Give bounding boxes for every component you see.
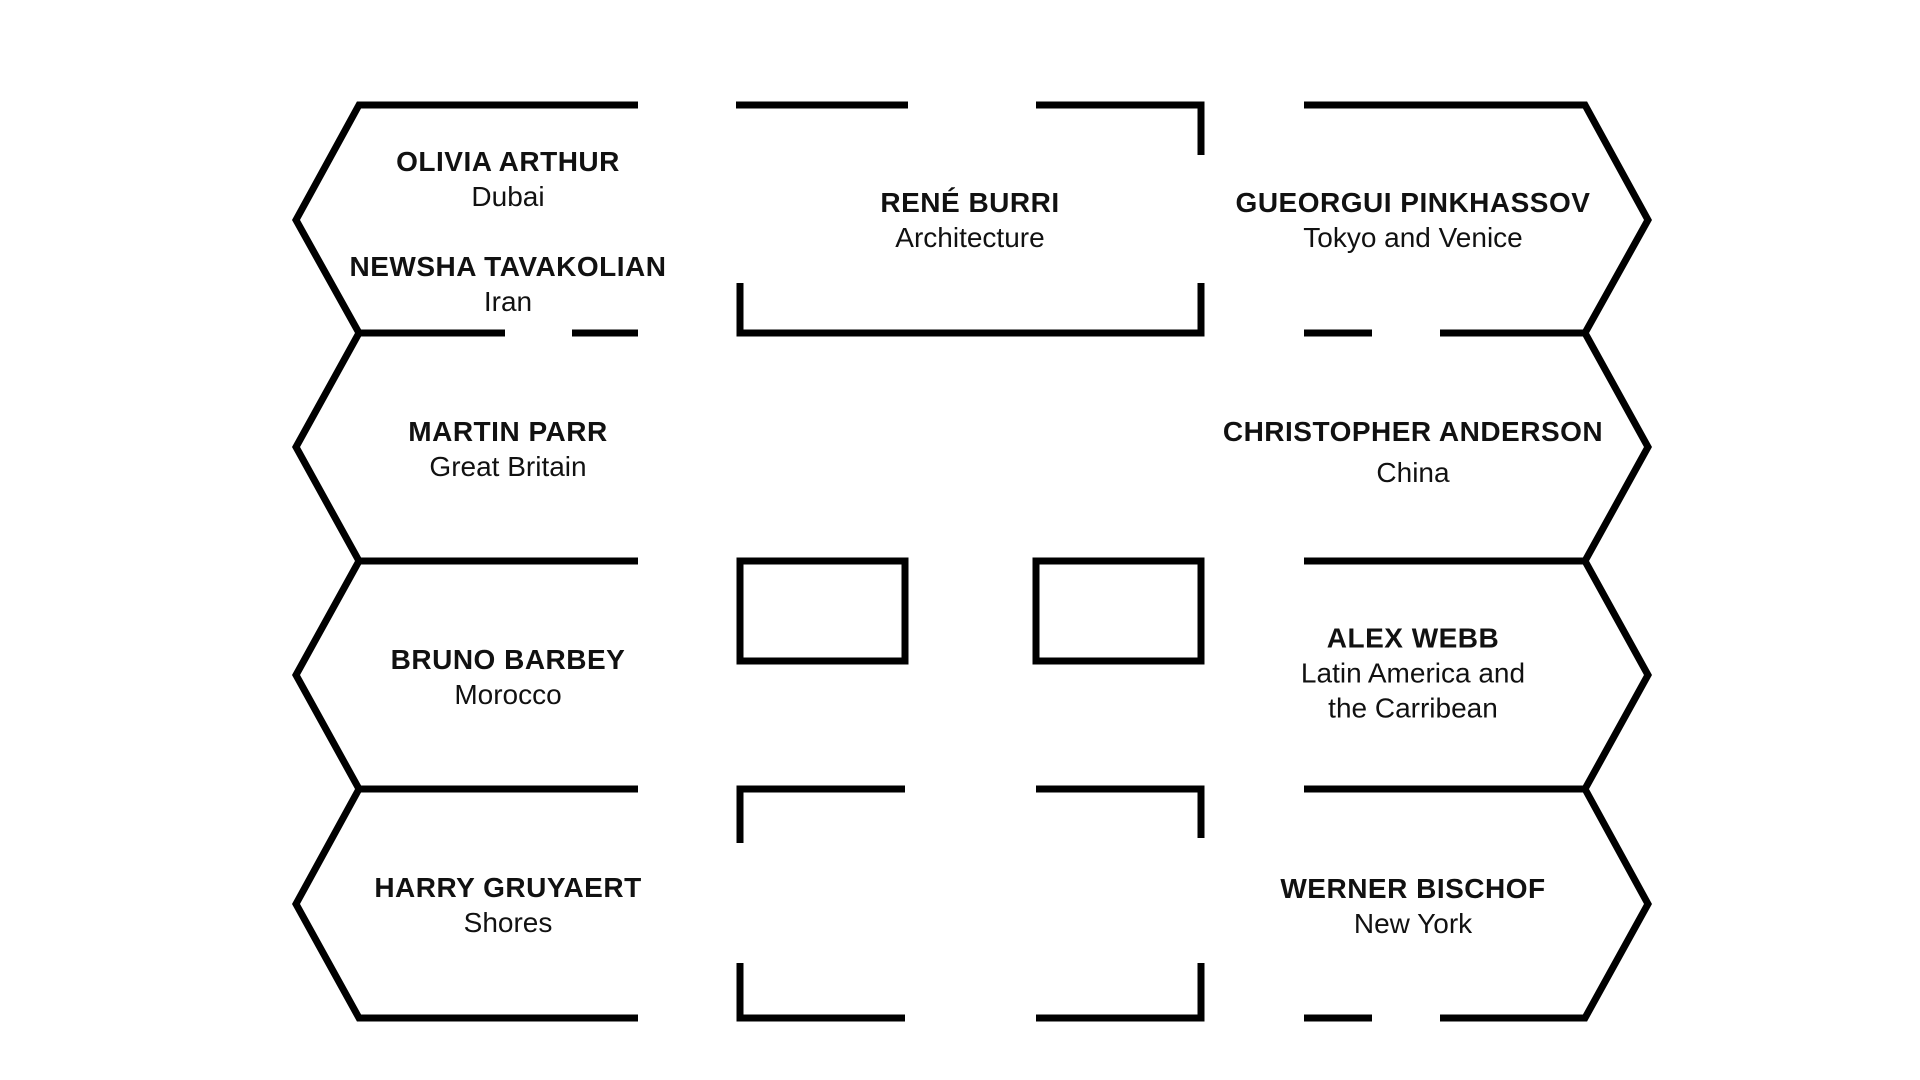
room-label-alex-webb: ALEX WEBB Latin America and the Carribea… bbox=[1301, 621, 1525, 726]
room-subject: Tokyo and Venice bbox=[1303, 222, 1523, 253]
wall-left-row3 bbox=[292, 559, 638, 793]
center-top-room-walls bbox=[736, 101, 1205, 337]
wall-center-bottom-br bbox=[1036, 963, 1205, 1022]
photographer-name: MARTIN PARR bbox=[408, 416, 608, 447]
wall-center-top-right bbox=[1036, 101, 1205, 155]
wall-center-top-bottom bbox=[736, 283, 1205, 337]
room-subject: Architecture bbox=[895, 222, 1045, 253]
wall-center-bottom-bl bbox=[736, 963, 905, 1022]
room-subject: China bbox=[1376, 457, 1450, 488]
left-wall-group bbox=[292, 101, 638, 1022]
wall-left-top bbox=[292, 101, 638, 337]
room-subject-line-2: the Carribean bbox=[1328, 692, 1498, 724]
room-subject: Morocco bbox=[454, 679, 562, 710]
wall-right-row4 bbox=[1440, 787, 1652, 1022]
photographer-name: OLIVIA ARTHUR bbox=[396, 146, 620, 177]
room-label-christopher-anderson: CHRISTOPHER ANDERSON China bbox=[1223, 414, 1603, 490]
wall-left-row2 bbox=[292, 331, 638, 565]
photographer-name: ALEX WEBB bbox=[1326, 622, 1500, 654]
room-label-werner-bischof: WERNER BISCHOF New York bbox=[1280, 871, 1545, 941]
photographer-name: GUEORGUI PINKHASSOV bbox=[1235, 187, 1591, 218]
room-subject: Dubai bbox=[471, 181, 545, 212]
room-label-newsha-tavakolian: NEWSHA TAVAKOLIAN Iran bbox=[350, 249, 667, 319]
center-block-right bbox=[1032, 557, 1205, 665]
room-label-bruno-barbey: BRUNO BARBEY Morocco bbox=[391, 642, 626, 712]
room-subject: Great Britain bbox=[429, 451, 587, 482]
room-label-gueorgui-pinkhassov: GUEORGUI PINKHASSOV Tokyo and Venice bbox=[1236, 185, 1591, 255]
room-label-harry-gruyaert: HARRY GRUYAERT Shores bbox=[374, 870, 641, 940]
wall-right-top bbox=[1304, 101, 1652, 337]
photographer-name: RENÉ BURRI bbox=[880, 187, 1060, 218]
room-subject: New York bbox=[1353, 908, 1473, 939]
photographer-name: HARRY GRUYAERT bbox=[374, 872, 642, 903]
photographer-name: WERNER BISCHOF bbox=[1280, 873, 1546, 904]
center-bottom-room-walls bbox=[736, 785, 1205, 1022]
photographer-name: CHRISTOPHER ANDERSON bbox=[1222, 416, 1604, 447]
room-subject-line-1: Latin America and bbox=[1300, 657, 1526, 689]
wall-center-bottom-tr bbox=[1036, 785, 1205, 838]
right-wall-group bbox=[1304, 101, 1652, 1022]
wall-right-row3 bbox=[1304, 559, 1652, 793]
room-subject: Shores bbox=[463, 907, 553, 938]
room-label-rene-burri: RENÉ BURRI Architecture bbox=[880, 185, 1059, 255]
center-block-left bbox=[736, 557, 909, 665]
wall-center-bottom-tl bbox=[736, 785, 905, 843]
room-subject: Iran bbox=[483, 286, 533, 317]
wall-left-row4 bbox=[292, 787, 638, 1022]
room-label-martin-parr: MARTIN PARR Great Britain bbox=[408, 414, 607, 484]
photographer-name: NEWSHA TAVAKOLIAN bbox=[349, 251, 667, 282]
wall-right-row2 bbox=[1304, 331, 1652, 565]
room-label-olivia-arthur: OLIVIA ARTHUR Dubai bbox=[396, 144, 620, 214]
photographer-name: BRUNO BARBEY bbox=[390, 644, 626, 675]
